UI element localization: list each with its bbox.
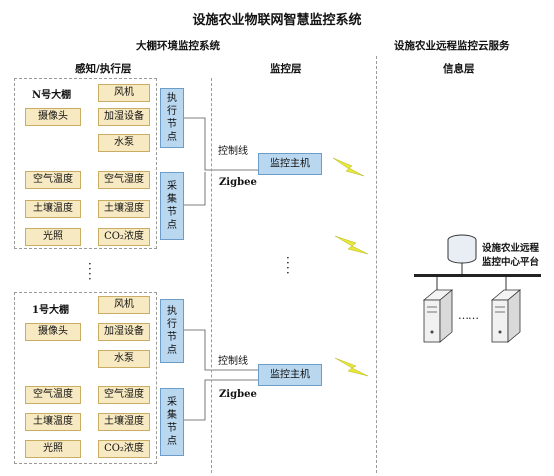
- sensor-soil-temp: 土壤温度: [25, 200, 81, 218]
- sensor-light: 光照: [25, 440, 81, 458]
- wireless-icon: [334, 235, 369, 255]
- monitor-host-label: 监控主机: [270, 369, 310, 381]
- device-pump: 水泵: [98, 350, 150, 368]
- monitor-host-label: 监控主机: [270, 158, 310, 170]
- left-system-title: 大棚环境监控系统: [136, 40, 220, 52]
- greenhouse-name: N号大棚: [32, 90, 72, 101]
- zigbee-label: Zigbee: [219, 389, 257, 400]
- control-line-label: 控制线: [218, 356, 248, 367]
- sensor-soil-temp: 土壤温度: [25, 413, 81, 431]
- sensor-air-humidity: 空气湿度: [98, 386, 150, 404]
- greenhouse-group-n: [14, 78, 157, 249]
- collect-node: 采集节点: [160, 172, 184, 240]
- ellipsis-vertical: ····: [286, 251, 290, 280]
- sensor-light: 光照: [25, 228, 81, 246]
- layer-monitor-label: 监控层: [270, 63, 302, 75]
- platform-label-line1: 设施农业远程: [482, 243, 540, 254]
- sensor-air-temp: 空气温度: [25, 386, 81, 404]
- connector-collect-1: [184, 379, 258, 421]
- exec-node: 执行节点: [160, 88, 184, 148]
- exec-node-label: 执行节点: [167, 306, 177, 356]
- device-humidifier: 加湿设备: [98, 323, 150, 341]
- layer-divider: [376, 56, 377, 473]
- network-bus: [414, 274, 541, 277]
- cloud-title: 设施农业远程监控云服务: [394, 40, 510, 52]
- greenhouse-name: 1号大棚: [32, 305, 69, 316]
- server-icon: [422, 289, 454, 343]
- layer-info-label: 信息层: [443, 63, 475, 75]
- platform-label-line2: 监控中心平台: [482, 257, 540, 268]
- control-line-label: 控制线: [218, 146, 248, 157]
- zigbee-label: Zigbee: [219, 177, 257, 188]
- device-camera: 摄像头: [25, 323, 81, 341]
- sensor-air-humidity: 空气湿度: [98, 171, 150, 189]
- server-ellipsis: ……: [458, 309, 479, 322]
- server-icon: [490, 289, 522, 343]
- sensor-air-temp: 空气温度: [25, 171, 81, 189]
- monitor-host: 监控主机: [258, 153, 322, 175]
- connector-collect-n: [184, 172, 206, 206]
- layer-divider: [211, 78, 212, 473]
- device-fan: 风机: [98, 84, 150, 102]
- device-pump: 水泵: [98, 134, 150, 152]
- sensor-co2: CO₂浓度: [98, 228, 150, 246]
- device-fan: 风机: [98, 296, 150, 314]
- device-camera: 摄像头: [25, 108, 81, 126]
- collect-node: 采集节点: [160, 388, 184, 456]
- database-icon: [447, 234, 477, 264]
- sensor-soil-humidity: 土壤湿度: [98, 200, 150, 218]
- exec-node-label: 执行节点: [167, 93, 177, 143]
- diagram-title: 设施农业物联网智慧监控系统: [192, 13, 362, 28]
- layer-sense-label: 感知/执行层: [75, 63, 132, 75]
- connector-exec-n: [184, 117, 258, 171]
- wireless-icon: [334, 357, 369, 377]
- device-humidifier: 加湿设备: [98, 108, 150, 126]
- greenhouse-group-1: [14, 292, 157, 464]
- monitor-host: 监控主机: [258, 364, 322, 386]
- sensor-soil-humidity: 土壤湿度: [98, 413, 150, 431]
- ellipsis-vertical: ····: [88, 257, 92, 286]
- connector-exec-1: [184, 329, 258, 371]
- wireless-icon: [332, 157, 365, 177]
- sensor-co2: CO₂浓度: [98, 440, 150, 458]
- collect-node-label: 采集节点: [167, 397, 177, 447]
- collect-node-label: 采集节点: [167, 181, 177, 231]
- exec-node: 执行节点: [160, 299, 184, 363]
